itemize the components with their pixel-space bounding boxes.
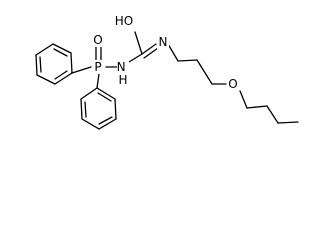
bond-ring1-5 [52, 43, 72, 54]
phenyl-ring-bottom [80, 87, 117, 130]
bond-c-n-double-b [143, 47, 159, 59]
bond-ring2-4 [98, 118, 117, 130]
bond-n-c1 [167, 43, 179, 62]
bond-ring2-3 [81, 118, 100, 130]
bond-ring1-2 [36, 74, 56, 85]
bond-c-oh [134, 31, 143, 55]
label-bg-amide-nh [117, 59, 129, 87]
bond-o-c4 [239, 90, 248, 109]
bond-ring1-6 [70, 52, 73, 74]
bond-c6-c7 [277, 121, 299, 124]
amide-nh-label: N H [117, 60, 130, 87]
label-bg-ether-o [227, 77, 239, 91]
bond-ring1-3 [35, 54, 38, 76]
structure-canvas: HO N O P N H O [35, 13, 299, 130]
bond-ring2-6 [96, 87, 116, 100]
bond-nh-c [128, 53, 143, 63]
imine-nitrogen-label: N [159, 35, 168, 49]
bond-c-n-double-a [141, 43, 157, 55]
label-bg-phosphorus [92, 60, 104, 74]
bond-ring1-inner-b [39, 56, 42, 73]
bond-ring1-inner-a [54, 70, 68, 80]
phenyl-ring-top [35, 43, 73, 85]
label-bg-imine-n [157, 35, 169, 49]
bond-c1-c2 [177, 59, 198, 62]
ether-oxygen-label: O [228, 77, 237, 91]
bond-ring2-inner-a [84, 101, 87, 118]
amide-nitrogen-text: N [117, 60, 126, 74]
bond-ring2-5 [114, 98, 117, 120]
bond-c2-c3 [196, 59, 213, 85]
bond-ring2-inner-b [98, 116, 113, 125]
bond-ring1-1 [54, 72, 73, 85]
bond-ring2-inner-c [97, 92, 112, 102]
bond-c4-c5 [246, 105, 268, 109]
bond-ring2-1 [80, 87, 98, 100]
bond-p-ring1 [71, 66, 92, 74]
bond-ring1-4 [35, 43, 54, 56]
bond-c5-c6 [266, 105, 279, 124]
bond-ring2-2 [80, 98, 83, 120]
bond-ring1-inner-c [53, 48, 68, 57]
label-bg-phosphoryl-o [92, 33, 104, 47]
phosphoryl-oxygen-label: O [93, 33, 102, 47]
phosphorus-label: P [94, 60, 101, 74]
amide-hydrogen-text: H [118, 73, 127, 87]
label-bg-hydroxyl [113, 13, 135, 28]
hydroxyl-label: HO [115, 14, 133, 28]
bond-p-ring2 [96, 73, 100, 89]
